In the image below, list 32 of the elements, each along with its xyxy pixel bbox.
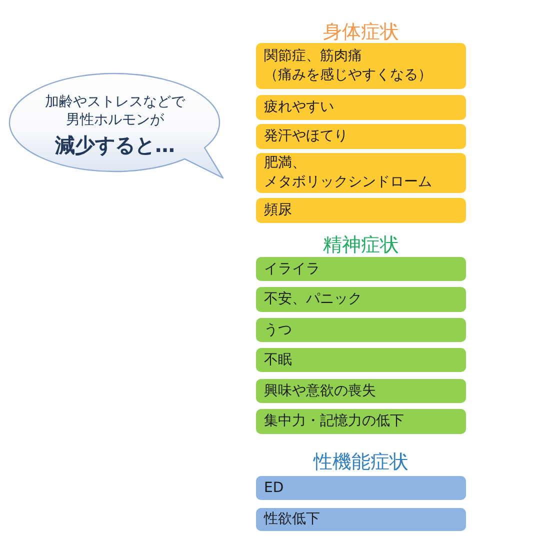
speech-bubble <box>8 72 224 179</box>
symptom-box <box>256 348 466 372</box>
symptom-box <box>256 198 466 223</box>
symptom-text: うつ <box>264 320 292 340</box>
symptom-text: 疲れやすい <box>264 98 334 117</box>
symptom-box <box>256 476 466 500</box>
symptom-box <box>256 43 466 89</box>
bubble-text: 減少すると… <box>54 133 176 157</box>
symptom-text: 集中力・記憶力の低下 <box>264 412 404 431</box>
symptom-box <box>256 124 466 149</box>
symptom-text: 関節症、筋肉痛（痛みを感じやすくなる） <box>264 47 433 85</box>
bubble-text: 加齢やストレスなどで男性ホルモンが <box>44 93 186 129</box>
symptom-box <box>256 318 466 342</box>
symptom-box <box>256 153 466 193</box>
symptom-text: ED <box>264 478 284 498</box>
category-heading: 身体症状 <box>323 21 399 43</box>
symptom-box <box>256 379 466 403</box>
symptom-box <box>256 95 466 120</box>
symptom-box <box>256 409 466 434</box>
symptom-box <box>256 508 466 531</box>
symptom-box <box>256 257 466 281</box>
symptom-text: 不眠 <box>264 350 292 370</box>
symptom-text: 発汗やほてり <box>264 127 348 146</box>
symptom-text: 不安、パニック <box>264 290 362 309</box>
category-heading: 精神症状 <box>323 234 399 256</box>
symptom-text: 興味や意欲の喪失 <box>264 382 376 400</box>
symptom-text: イライラ <box>264 260 320 278</box>
symptom-text: 性欲低下 <box>264 510 320 529</box>
symptom-text: 頻尿 <box>264 201 292 220</box>
symptom-box <box>256 287 466 312</box>
symptom-text: 肥満、メタボリックシンドローム <box>264 154 433 192</box>
category-heading: 性機能症状 <box>314 451 408 473</box>
